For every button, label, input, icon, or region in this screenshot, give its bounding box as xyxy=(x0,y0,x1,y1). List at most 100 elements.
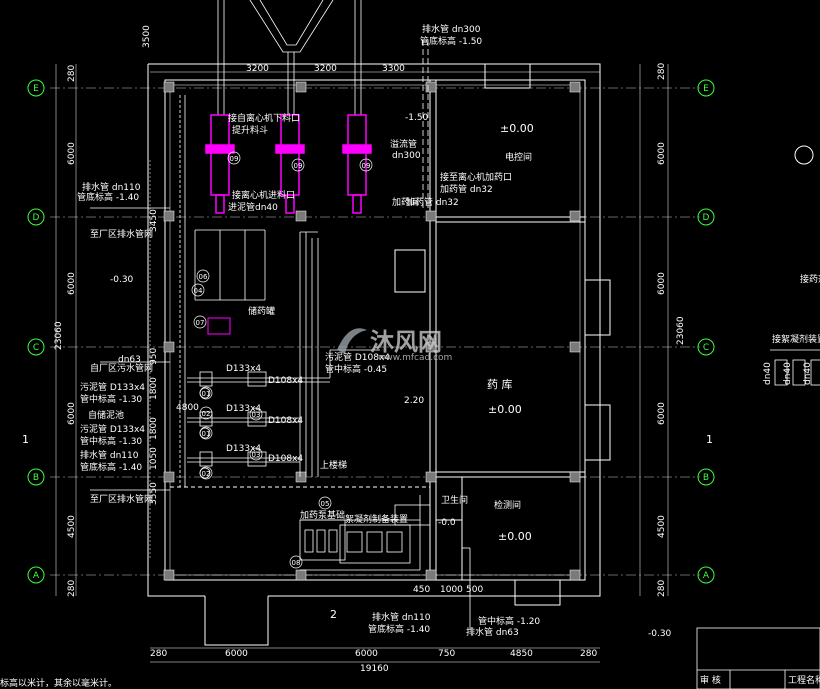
label-drain-bottom-elev: 管底标高 -1.40 xyxy=(368,623,430,635)
dim-left-1: 6000 xyxy=(67,142,77,165)
label-d108-c: D108x4 xyxy=(268,454,303,464)
stair-note: 上楼梯 xyxy=(320,459,347,471)
label-drain-left-elev: 管底标高 -1.40 xyxy=(77,191,139,203)
label-dn40-b: dn40 xyxy=(783,362,793,385)
label-sludge-pipe-1-elev: 管中标高 -1.30 xyxy=(80,393,142,405)
dim-bottom-4: 4850 xyxy=(510,649,533,659)
dimension-texts: 3200 3200 3300 3500 280 6000 3450 6000 9… xyxy=(54,25,686,674)
dim-top-3: 3500 xyxy=(142,25,152,48)
room-labels: ±0.00 电控间 药 库 ±0.00 检测间 ±0.00 卫生间 -0.0 加… xyxy=(110,122,672,639)
title-block-project: 工程名称 xyxy=(788,674,820,686)
label-d133-b: D133x4 xyxy=(226,404,261,414)
label-dosing-pipe2: 加药管 dn32 xyxy=(406,196,459,208)
dim-right-1: 6000 xyxy=(657,142,667,165)
label-drain-dn63: 排水管 dn63 xyxy=(466,626,519,638)
label-right-connect: 接药剂 xyxy=(800,273,820,285)
label-dosing-platform: 絮凝剂制备装置 xyxy=(345,513,408,525)
level-control-room: ±0.00 xyxy=(500,122,534,135)
columns xyxy=(163,81,581,581)
axis-label-e-left: E xyxy=(33,84,39,94)
axis-label-c-right: C xyxy=(703,343,709,353)
label-drain-top: 排水管 dn300 xyxy=(422,23,481,35)
marker-01a: 01 xyxy=(202,390,211,398)
label-drain-bottom: 排水管 dn110 xyxy=(372,611,431,623)
watermark-logo-icon xyxy=(337,328,367,354)
level-outside-right: -0.30 xyxy=(648,629,672,639)
dim-bottom-3: 750 xyxy=(438,649,455,659)
level-outside-left: -0.30 xyxy=(110,275,134,285)
label-sludge-pipe-2: 污泥管 D133x4 xyxy=(80,423,145,435)
axis-label-d-left: D xyxy=(33,213,40,223)
dim-bottom-small-1: 1000 xyxy=(440,585,463,595)
label-drain-dn63-elev: 管中标高 -1.20 xyxy=(478,615,540,627)
dim-bottom-1: 6000 xyxy=(225,649,248,659)
dim-right-3: 6000 xyxy=(657,402,667,425)
room-dosing: 加药间 xyxy=(392,196,419,208)
label-overflow: 溢流管 xyxy=(390,138,417,150)
marker-04: 04 xyxy=(194,287,203,295)
label-from-plant-drain: 自厂区污水管网 xyxy=(90,362,153,374)
level-storage: ±0.00 xyxy=(488,403,522,416)
dim-left-11: 280 xyxy=(67,580,77,597)
label-feed-size: 进泥管dn40 xyxy=(228,201,278,213)
dim-left-total: 23060 xyxy=(54,321,64,350)
grid-axis-bubbles: E D C B A E D C B A xyxy=(27,79,814,584)
dim-mid-0: 4800 xyxy=(176,403,199,413)
dim-right-total: 23060 xyxy=(676,316,686,345)
title-block-review: 审 核 xyxy=(700,674,721,686)
dim-top-0: 3200 xyxy=(246,64,269,74)
label-sludge-pipe-2-elev: 管中标高 -1.30 xyxy=(80,435,142,447)
axis-label-c-left: C xyxy=(33,343,39,353)
room-control: 电控间 xyxy=(505,151,532,163)
marker-05: 05 xyxy=(321,500,330,508)
marker-bubbles: 07 06 05 08 09 09 09 01 01 02 03 03 02 0… xyxy=(191,151,373,569)
dim-bottom-total: 19160 xyxy=(360,664,389,674)
dim-left-8: 1050 xyxy=(149,447,159,470)
axis-label-a-right: A xyxy=(703,571,710,581)
centrifuges xyxy=(205,114,372,335)
dim-right-0: 280 xyxy=(657,63,667,80)
label-sludge-right-elev: 管中标高 -0.45 xyxy=(325,363,387,375)
dim-left-6: 1800 xyxy=(149,417,159,440)
room-lab: 检测间 xyxy=(494,499,521,511)
annotations: 排水管 dn300 管底标高 -1.50 -1.50 接自离心机下料口 提升料斗… xyxy=(0,23,820,689)
label-sludge-pipe-1: 污泥管 D133x4 xyxy=(80,381,145,393)
label-section-1: 1 xyxy=(22,433,29,446)
dim-left-7: 6000 xyxy=(67,402,77,425)
label-to-plant-sewer: 至厂区排水管网 xyxy=(90,228,153,240)
marker-09a: 09 xyxy=(230,155,239,163)
dim-bottom-small-2: 500 xyxy=(466,585,483,595)
marker-02a: 02 xyxy=(202,410,211,418)
axis-label-b-right: B xyxy=(703,473,709,483)
level-toilet: -0.0 xyxy=(438,518,456,528)
label-dn40-c: dn40 xyxy=(803,362,813,385)
label-d133-c: D133x4 xyxy=(226,444,261,454)
hopper-structure xyxy=(217,0,429,210)
label-sludge-right: 污泥管 D108x4 xyxy=(325,351,390,363)
label-to-centrifuge-dosing: 接至离心机加药口 xyxy=(440,171,512,183)
dim-bottom-2: 6000 xyxy=(355,649,378,659)
dim-bottom-small-0: 450 xyxy=(413,585,430,595)
level-stair: 2.20 xyxy=(404,396,424,406)
watermark-url: www.mfcad.com xyxy=(378,353,452,363)
label-section-1b: 1 xyxy=(706,433,713,446)
marker-07: 07 xyxy=(196,319,205,327)
dim-left-5: 1800 xyxy=(149,377,159,400)
label-dn63: dn63 xyxy=(118,355,141,365)
level-lab: ±0.00 xyxy=(498,530,532,543)
dim-left-2: 3450 xyxy=(149,209,159,232)
grid-lines xyxy=(50,87,700,576)
dim-right-4: 4500 xyxy=(657,515,667,538)
label-to-centrifuge-feed: 接离心机进料口 xyxy=(232,189,295,201)
piping xyxy=(90,95,471,630)
label-drain-top-elev2: -1.50 xyxy=(405,113,429,123)
marker-08: 08 xyxy=(292,559,301,567)
marker-06: 06 xyxy=(199,273,208,281)
label-to-plant-sewer2: 至厂区排水管网 xyxy=(90,493,153,505)
dim-right-2: 6000 xyxy=(657,272,667,295)
dimension-lines xyxy=(55,64,669,663)
label-drain-top-elev: 管底标高 -1.50 xyxy=(420,35,482,47)
label-tank: 储药罐 xyxy=(248,305,275,317)
